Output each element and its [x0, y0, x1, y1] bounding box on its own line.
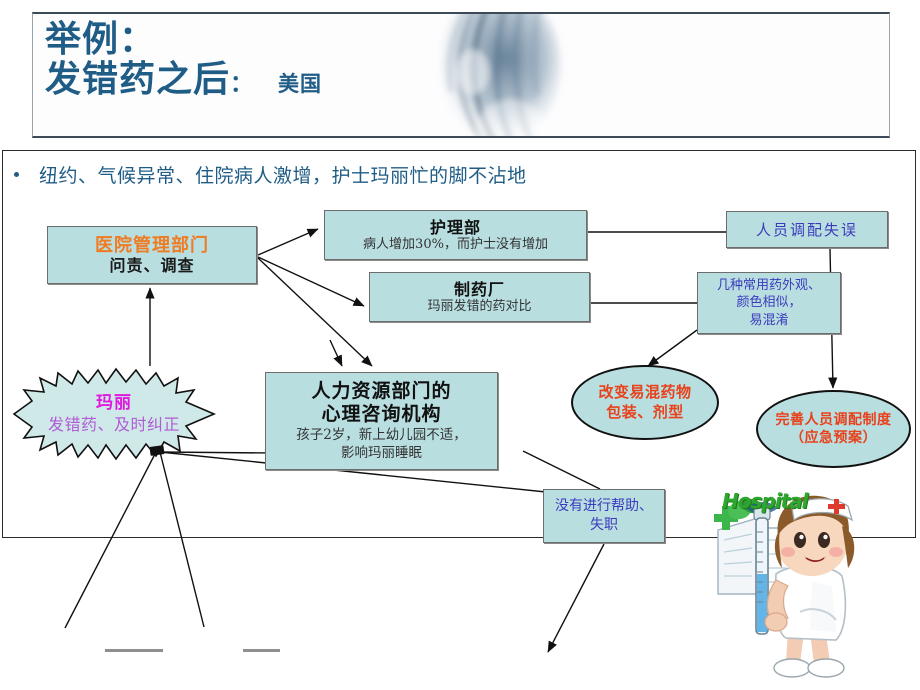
header-title-colon: ： — [230, 71, 255, 98]
bullet-dot-icon — [14, 171, 19, 177]
node-hospital-management-title: 医院管理部门 — [95, 234, 209, 256]
node-nursing-department[interactable]: 护理部 病人增加30%，而护士没有增加 — [324, 210, 587, 260]
bottom-rule-left — [105, 649, 163, 652]
node-mary-title: 玛丽 — [95, 393, 132, 414]
node-hr-counseling-sub: 孩子2岁，新上幼儿园不适， 影响玛丽睡眠 — [296, 426, 467, 461]
node-hr-counseling-title: 人力资源部门的 心理咨询机构 — [311, 379, 452, 425]
node-pharmaceutical-factory-sub: 玛丽发错的药对比 — [427, 298, 532, 314]
content-frame — [2, 150, 916, 538]
arrow-failure-down — [547, 543, 605, 653]
node-improve-staffing-policy[interactable]: 完善人员调配制度 （应急预案） — [756, 390, 911, 468]
header-title-line1: 举例： — [45, 19, 157, 60]
node-change-packaging-text: 改变易混药物 包装、剂型 — [598, 383, 692, 421]
syringe-icon — [753, 507, 771, 635]
node-change-packaging[interactable]: 改变易混药物 包装、剂型 — [571, 365, 719, 440]
bullet-text: 纽约、气候异常、住院病人激增，护士玛丽忙的脚不沾地 — [39, 164, 527, 187]
node-staffing-error[interactable]: 人员调配失误 — [726, 211, 888, 248]
node-mary-sub: 发错药、及时纠正 — [47, 414, 180, 434]
node-hr-counseling[interactable]: 人力资源部门的 心理咨询机构 孩子2岁，新上幼儿园不适， 影响玛丽睡眠 — [265, 372, 498, 470]
node-staffing-error-title: 人员调配失误 — [755, 220, 858, 239]
nurse-with-syringe — [714, 495, 855, 678]
blurred-feather-image — [437, 14, 561, 136]
header-title-sub: 美国 — [278, 72, 323, 97]
bullet-row: 纽约、气候异常、住院病人激增，护士玛丽忙的脚不沾地 — [14, 158, 904, 190]
starburst-shape — [12, 367, 217, 461]
node-hospital-management[interactable]: 医院管理部门 问责、调查 — [47, 226, 257, 284]
node-pharmaceutical-factory[interactable]: 制药厂 玛丽发错的药对比 — [369, 272, 590, 322]
node-failure-to-help-text: 没有进行帮助、 失职 — [555, 498, 653, 533]
node-drug-lookalike[interactable]: 几种常用药外观、 颜色相似， 易混淆 — [697, 272, 841, 334]
header-title-line2: 发错药之后： 美国 — [45, 60, 322, 100]
node-hospital-management-sub: 问责、调查 — [109, 256, 195, 276]
node-nursing-department-title: 护理部 — [429, 217, 481, 237]
header-title-main: 发错药之后 — [45, 59, 231, 101]
header-title-block: 举例： 发错药之后： 美国 — [45, 19, 322, 101]
bottom-rule-right — [243, 649, 280, 652]
node-failure-to-help[interactable]: 没有进行帮助、 失职 — [543, 489, 665, 543]
slide-header: 举例： 发错药之后： 美国 — [32, 12, 890, 138]
node-nursing-department-sub: 病人增加30%，而护士没有增加 — [363, 236, 548, 252]
node-drug-lookalike-text: 几种常用药外观、 颜色相似， 易混淆 — [716, 277, 821, 328]
node-mary-text-block: 玛丽 发错药、及时纠正 — [48, 393, 180, 434]
nurse-figure — [764, 495, 855, 678]
connector-anchor-dot — [149, 445, 165, 456]
node-pharmaceutical-factory-title: 制药厂 — [453, 279, 505, 299]
node-mary-starburst[interactable]: 玛丽 发错药、及时纠正 — [6, 366, 222, 462]
node-improve-staffing-policy-text: 完善人员调配制度 （应急预案） — [775, 411, 892, 446]
hospital-wordmark: Hospital — [722, 489, 808, 513]
